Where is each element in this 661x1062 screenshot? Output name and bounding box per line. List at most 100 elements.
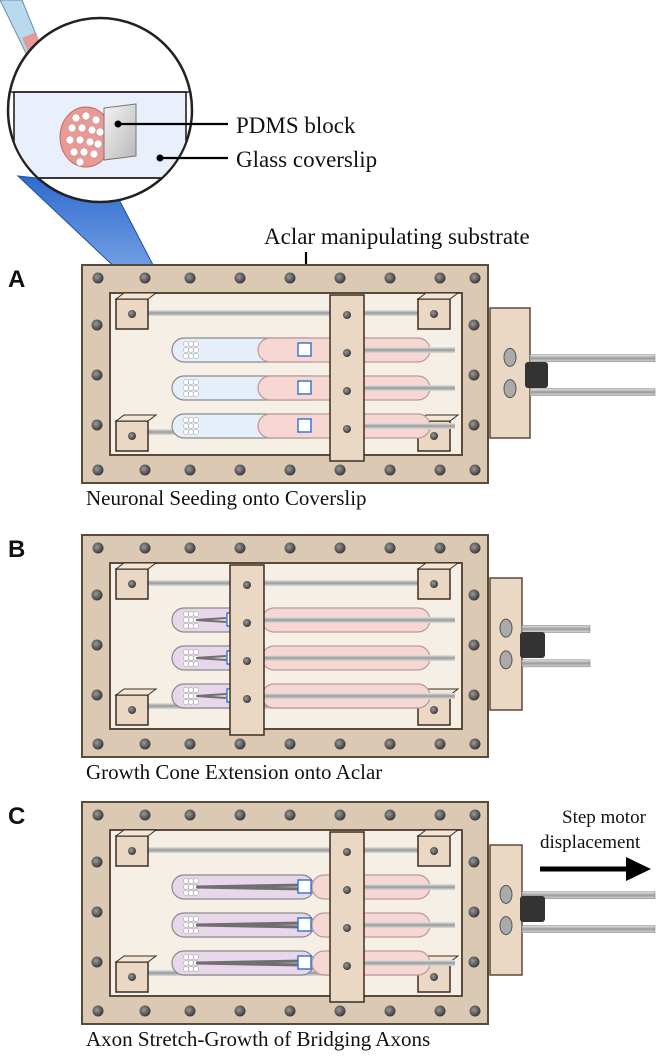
- screw: [499, 618, 513, 638]
- neuron-dot: [188, 655, 194, 661]
- screw: [91, 419, 103, 431]
- screw: [468, 689, 480, 701]
- neuron-dot: [71, 113, 81, 123]
- neuron-dot: [183, 655, 189, 661]
- screw: [234, 1005, 246, 1017]
- screw: [468, 856, 480, 868]
- neuron-dot: [183, 928, 189, 934]
- corner-block-top: [114, 688, 158, 696]
- screw: [234, 272, 246, 284]
- neuron-dot: [193, 417, 199, 423]
- motor-rod: [521, 659, 591, 668]
- neuron-dot: [93, 139, 103, 149]
- axon-bundle: [195, 617, 227, 623]
- screw: [434, 738, 446, 750]
- screw: [469, 272, 481, 284]
- screw: [343, 962, 351, 970]
- neuron-dot: [193, 661, 199, 667]
- neuron-dot: [183, 693, 189, 699]
- moving-slider-bar: [329, 294, 365, 462]
- neuron-dot: [188, 661, 194, 667]
- panel-caption: Growth Cone Extension onto Aclar: [86, 760, 382, 784]
- neuron-dot: [183, 347, 189, 353]
- screw: [384, 542, 396, 554]
- screw: [92, 272, 104, 284]
- step-motor-block: [520, 896, 545, 922]
- screw: [343, 886, 351, 894]
- screw: [128, 580, 136, 588]
- neuron-dot: [79, 147, 89, 157]
- moving-slider-bar: [229, 564, 265, 736]
- screw: [384, 464, 396, 476]
- neuron-dot: [183, 966, 189, 972]
- neuron-dot: [188, 966, 194, 972]
- screw: [468, 906, 480, 918]
- neuron-dot: [188, 341, 194, 347]
- screw: [234, 738, 246, 750]
- screw: [334, 1005, 346, 1017]
- neuron-dot: [188, 687, 194, 693]
- neuron-dot: [183, 687, 189, 693]
- screw: [184, 464, 196, 476]
- screw: [234, 542, 246, 554]
- screw: [91, 589, 103, 601]
- neuron-dot: [193, 954, 199, 960]
- neuron-dot: [183, 661, 189, 667]
- corner-block-top: [416, 562, 460, 570]
- step-motor-block: [520, 632, 545, 658]
- neuron-dot: [65, 135, 75, 145]
- screw: [468, 956, 480, 968]
- screw: [343, 387, 351, 395]
- screw: [499, 884, 513, 904]
- panel-caption: Axon Stretch-Growth of Bridging Axons: [86, 1027, 430, 1051]
- screw: [469, 738, 481, 750]
- screw: [92, 1005, 104, 1017]
- neuron-dot: [183, 391, 189, 397]
- neuron-dot: [75, 157, 85, 167]
- neuron-dot: [188, 611, 194, 617]
- push-rod: [350, 884, 455, 890]
- neuron-dot: [188, 623, 194, 629]
- aclar-marker: [297, 955, 312, 970]
- screw: [384, 738, 396, 750]
- neuron-dot: [183, 353, 189, 359]
- screw: [434, 272, 446, 284]
- neuron-dot: [77, 123, 87, 133]
- screw: [284, 272, 296, 284]
- screw: [91, 369, 103, 381]
- neuron-dot: [67, 123, 77, 133]
- screw: [434, 809, 446, 821]
- screw: [503, 347, 517, 367]
- screw: [343, 349, 351, 357]
- screw: [334, 542, 346, 554]
- screw: [91, 956, 103, 968]
- neuron-dot: [183, 878, 189, 884]
- motor-rod: [529, 354, 656, 363]
- corner-block-top: [114, 562, 158, 570]
- neuron-dot: [188, 385, 194, 391]
- neuron-dot: [193, 623, 199, 629]
- screw: [139, 809, 151, 821]
- corner-block-top: [114, 955, 158, 963]
- neuron-dot: [188, 693, 194, 699]
- push-rod: [250, 693, 455, 699]
- neuron-dot: [188, 353, 194, 359]
- neuron-dot: [188, 429, 194, 435]
- screw: [128, 847, 136, 855]
- aclar-marker: [297, 380, 312, 395]
- neuron-dot: [69, 147, 79, 157]
- screw: [334, 809, 346, 821]
- neuron-dot: [193, 878, 199, 884]
- neuron-dot: [188, 954, 194, 960]
- motor-annotation: Step motor displacement: [540, 807, 651, 881]
- glass-label: Glass coverslip: [236, 147, 377, 172]
- neuron-dot: [193, 928, 199, 934]
- neuron-dot: [183, 429, 189, 435]
- neuron-dot: [183, 884, 189, 890]
- screw: [184, 1005, 196, 1017]
- axon-bundle: [195, 883, 305, 891]
- neuron-dot: [188, 960, 194, 966]
- screw: [139, 272, 151, 284]
- motor-rod: [521, 891, 656, 900]
